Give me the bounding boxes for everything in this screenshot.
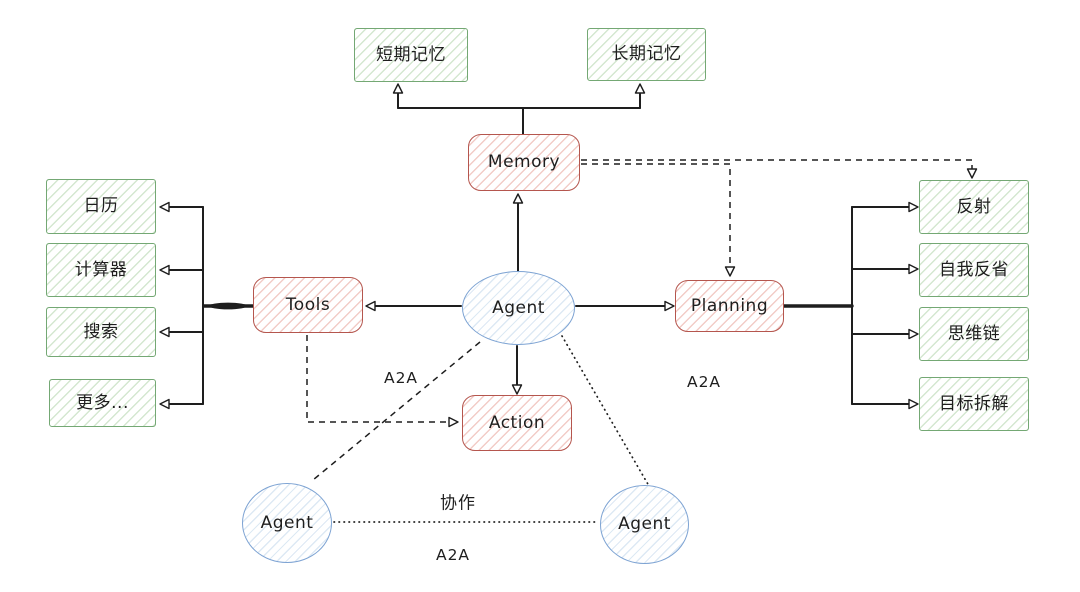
edge-memory-planning-dashed (581, 163, 731, 268)
node-memory: Memory (468, 134, 580, 191)
node-chain-of-thought: 思维链 (919, 307, 1029, 361)
arrowhead-self-reflection (908, 263, 919, 275)
node-calculator: 计算器 (46, 243, 156, 297)
arrowhead-reflection (908, 201, 919, 213)
edge-label-a2a-left: A2A (383, 369, 419, 387)
edge-agent-leftagent-dashed (312, 341, 481, 481)
node-tools: Tools (253, 277, 363, 333)
arrowhead-tools-action (448, 416, 459, 428)
edge-label-a2a-right: A2A (686, 373, 722, 391)
node-agent-center: Agent (462, 271, 575, 345)
arrowhead-calculator (159, 264, 170, 276)
node-agent-bottom-left: Agent (242, 483, 332, 563)
edge-label-a2a-bottom: A2A (435, 546, 471, 564)
node-planning: Planning (675, 280, 784, 332)
node-more: 更多... (49, 379, 156, 427)
arrowhead-action (511, 384, 523, 395)
node-self-reflection: 自我反省 (919, 243, 1029, 297)
arrowhead-memory-planning (724, 266, 736, 277)
arrowhead-memory-reflection (966, 168, 978, 179)
arrowhead-chain-of-thought (908, 328, 919, 340)
edge-agent-rightagent-dotted (561, 335, 650, 487)
node-agent-bottom-right: Agent (600, 485, 689, 564)
arrowhead-goal-decomposition (908, 398, 919, 410)
node-search: 搜索 (46, 307, 156, 357)
arrowhead-search (159, 326, 170, 338)
edge-memory-reflection-dashed (581, 159, 973, 170)
edge-tools-action-dashed (306, 335, 450, 423)
node-reflection: 反射 (919, 180, 1029, 234)
edge-tools-link-lens (209, 302, 247, 310)
arrowhead-tools (365, 300, 376, 312)
arrowhead-long-term (634, 83, 646, 94)
node-calendar: 日历 (46, 179, 156, 234)
node-short-term-memory: 短期记忆 (354, 28, 468, 82)
arrowhead-short-term (392, 83, 404, 94)
node-long-term-memory: 长期记忆 (587, 28, 706, 81)
arrowhead-calendar (159, 201, 170, 213)
edge-label-collaboration: 协作 (440, 493, 476, 514)
node-action: Action (462, 395, 572, 451)
node-goal-decomposition: 目标拆解 (919, 377, 1029, 431)
arrowhead-more (159, 398, 170, 410)
arrowhead-memory (512, 193, 524, 204)
arrowhead-planning (664, 300, 675, 312)
